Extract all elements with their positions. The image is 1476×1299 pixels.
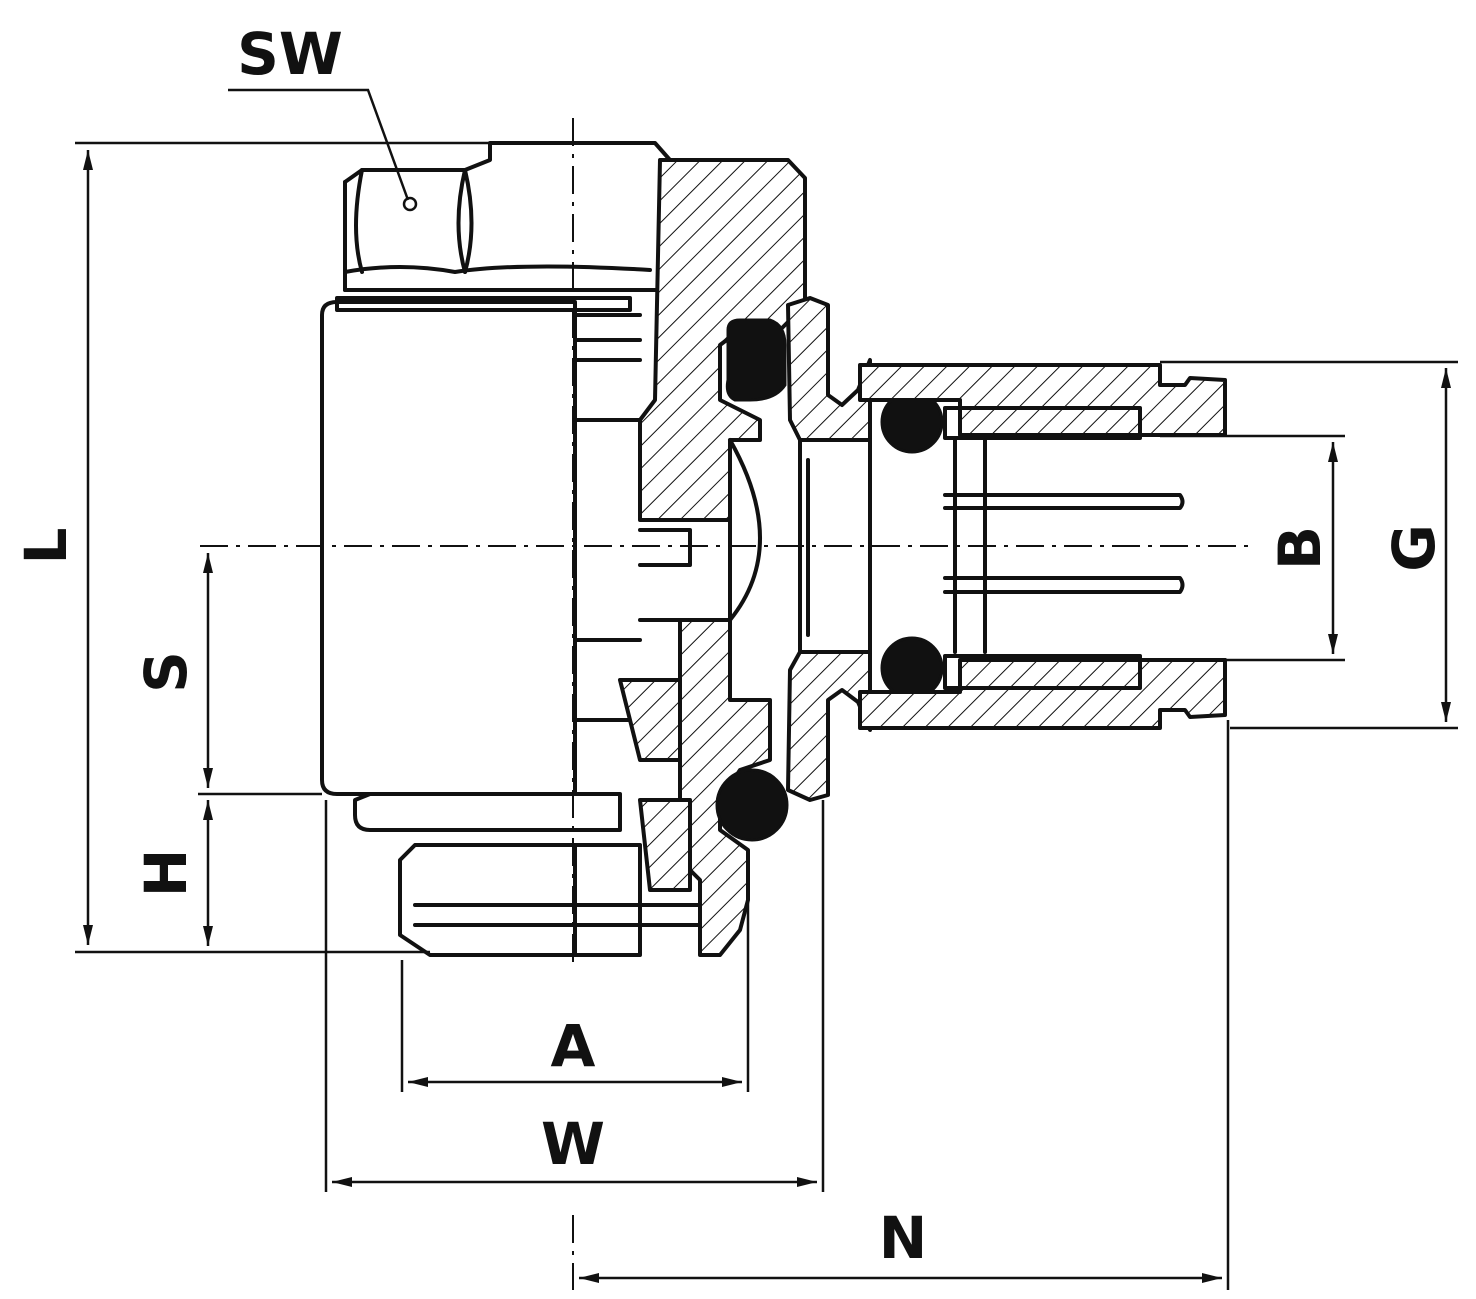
label-sw: SW [237, 20, 343, 88]
body-cylinder [320, 296, 642, 832]
housing-section [618, 158, 807, 957]
inner-channel [638, 438, 762, 622]
label-g: G [1380, 524, 1448, 572]
label-w: W [541, 1110, 605, 1178]
label-a: A [551, 1012, 596, 1080]
hex-nut [343, 141, 672, 292]
label-h: H [132, 849, 200, 898]
dimension-labels: SW L S H A W N B G [12, 20, 1448, 1272]
o-rings [715, 318, 944, 842]
label-l: L [12, 528, 80, 565]
push-in-fitting [858, 363, 1227, 730]
label-s: S [132, 651, 200, 693]
thread-stud [398, 843, 702, 957]
label-b: B [1266, 526, 1334, 570]
label-n: N [879, 1204, 928, 1272]
dimension-lines [75, 88, 1458, 1290]
swivel-adapter [786, 296, 872, 802]
